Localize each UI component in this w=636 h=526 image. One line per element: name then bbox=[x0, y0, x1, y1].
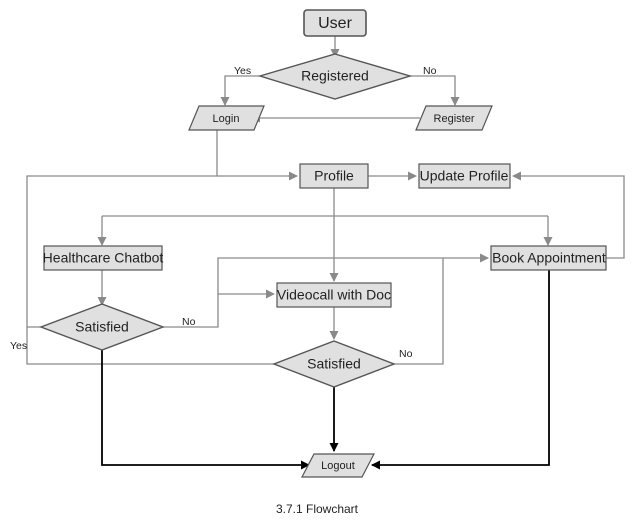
node-profile-label: Profile bbox=[314, 168, 354, 184]
node-registered-label: Registered bbox=[301, 68, 369, 84]
edge-book-logout bbox=[371, 270, 550, 470]
node-user: User bbox=[303, 9, 367, 37]
edge-label-registered-no: No bbox=[423, 65, 437, 77]
edge-book-update bbox=[512, 171, 625, 259]
node-logout-label: Logout bbox=[321, 460, 355, 472]
edge-satisfied2-no-book bbox=[393, 258, 444, 365]
node-satisfied-2-decision: Satisfied bbox=[272, 340, 396, 388]
node-register-label: Register bbox=[434, 113, 475, 125]
node-healthcare-chatbot: Healthcare Chatbot bbox=[43, 245, 164, 271]
edge-label-satisfied2-no: No bbox=[399, 348, 413, 360]
edge-satisfied1-logout bbox=[101, 350, 310, 470]
node-satisfied-1-label: Satisfied bbox=[75, 319, 129, 335]
node-logout: Logout bbox=[301, 453, 375, 478]
node-healthcare-chatbot-label: Healthcare Chatbot bbox=[43, 250, 164, 266]
edge-registered-yes-login bbox=[220, 75, 260, 106]
node-profile: Profile bbox=[299, 163, 369, 189]
node-registered-decision: Registered bbox=[257, 53, 413, 100]
edge-label-satisfied1-yes: Yes bbox=[10, 340, 27, 352]
node-videocall-label: Videocall with Doc bbox=[277, 287, 391, 303]
node-login: Login bbox=[188, 105, 265, 131]
edge-label-registered-yes: Yes bbox=[234, 65, 251, 77]
edge-satisfied1-yes-profile bbox=[26, 175, 217, 328]
edge-satisfied2-yes-loop bbox=[26, 327, 274, 365]
edge-registered-no-register bbox=[410, 75, 460, 106]
node-videocall: Videocall with Doc bbox=[276, 282, 392, 308]
node-satisfied-2-label: Satisfied bbox=[307, 356, 361, 372]
figure-caption: 3.7.1 Flowchart bbox=[276, 502, 359, 516]
node-book-appointment: Book Appointment bbox=[490, 245, 607, 271]
edge-satisfied1-book bbox=[217, 253, 489, 294]
node-update-profile: Update Profile bbox=[418, 163, 511, 189]
edge-satisfied1-no-videocall bbox=[163, 289, 275, 328]
edge-login-profile bbox=[216, 130, 298, 181]
node-update-profile-label: Update Profile bbox=[420, 168, 509, 184]
node-satisfied-1-decision: Satisfied bbox=[39, 303, 165, 351]
edge-label-satisfied1-no: No bbox=[182, 316, 196, 328]
node-login-label: Login bbox=[213, 113, 240, 125]
node-user-label: User bbox=[318, 15, 352, 32]
node-book-appointment-label: Book Appointment bbox=[492, 250, 606, 266]
node-register: Register bbox=[415, 105, 493, 131]
